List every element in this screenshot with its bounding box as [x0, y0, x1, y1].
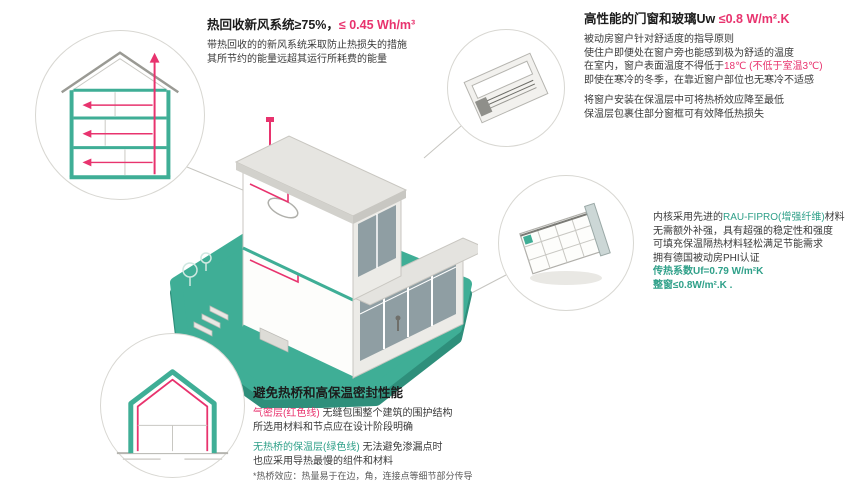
- thermal-envelope-icon: [100, 333, 245, 478]
- sofa: [259, 327, 289, 353]
- person-figure: [395, 315, 401, 321]
- frame-profile-icon: [498, 175, 634, 311]
- ventilation-body-1: 带热回收的的新风系统采取防止热损失的措施: [207, 40, 407, 51]
- windows-title: 高性能的门窗和玻璃Uw ≤0.8 W/m².K: [584, 12, 790, 26]
- ventilation-title: 热回收新风系统≥75%，≤ 0.45 Wh/m³: [207, 18, 416, 32]
- thermal-line-3: 无热桥的保温层(绿色线) 无法避免渗漏点时: [253, 442, 443, 453]
- profile-line-5: 传热系数Uf=0.79 W/m²K: [653, 266, 764, 277]
- thermal-footnote: *热桥效应：热量易于在边，角，连接点等细节部分传导: [253, 471, 473, 481]
- profile-line-4: 拥有德国被动房PHI认证: [653, 252, 760, 264]
- ventilation-callout: 热回收新风系统≥75%，≤ 0.45 Wh/m³ 带热回收的的新风系统采取防止热…: [207, 18, 472, 66]
- insulation-layer-line: [128, 369, 217, 454]
- windows-callout: 高性能的门窗和玻璃Uw ≤0.8 W/m².K 被动房窗户针对舒适度的指导原则 …: [584, 12, 862, 121]
- thermal-title: 避免热桥和高保温密封性能: [253, 386, 404, 400]
- stairs: [193, 305, 229, 337]
- profile-line-6: 整窗≤0.8W/m².K .: [653, 279, 733, 291]
- window-corner-detail-icon: [447, 29, 565, 147]
- airtight-layer-line: [136, 378, 209, 452]
- ventilation-cutaway-icon: [35, 30, 205, 200]
- windows-p1-1: 被动房窗户针对舒适度的指导原则: [584, 34, 734, 45]
- main-house-illustration: [148, 88, 490, 410]
- ventilation-body-2: 其所节约的能量远超其运行所耗费的能量: [207, 53, 387, 65]
- profile-line-1: 内核采用先进的RAU-FIPRO(增强纤维)材料: [653, 212, 845, 223]
- profile-line-3: 可填充保温隔热材料轻松满足节能需求: [653, 239, 823, 250]
- profile-line-2: 无需额外补强，具有超强的稳定性和强度: [653, 225, 833, 237]
- windows-p1-2: 使住户即便处在窗户旁也能感到极为舒适的温度: [584, 47, 794, 59]
- thermal-line-1: 气密层(红色线) 无缝包围整个建筑的围护结构: [253, 408, 453, 419]
- thermal-line-4: 也应采用导热最慢的组件和材料: [253, 455, 393, 467]
- profile-callout: 内核采用先进的RAU-FIPRO(增强纤维)材料 无需额外补强，具有超强的稳定性…: [653, 211, 863, 292]
- windows-p1-4: 即使在寒冷的冬季，在靠近窗户部位也无寒冷不适感: [584, 74, 814, 86]
- windows-p2-2: 保温层包裹住部分窗框可有效降低热损失: [584, 108, 764, 120]
- thermal-line-2: 所选用材料和节点应在设计阶段明确: [253, 421, 413, 433]
- thermal-callout: 避免热桥和高保温密封性能 气密层(红色线) 无缝包围整个建筑的围护结构 所选用材…: [253, 386, 553, 482]
- windows-p2-1: 将窗户安装在保温层中可将热桥效应降至最低: [584, 95, 784, 106]
- windows-p1-3: 在室内，窗户表面温度不得低于18℃ (不低于室温3℃): [584, 61, 823, 72]
